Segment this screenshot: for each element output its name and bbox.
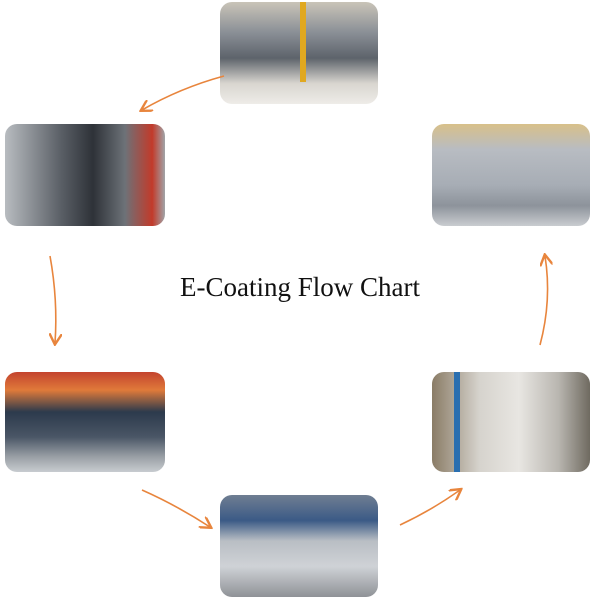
- arrow-4: [399, 490, 460, 526]
- step-photo-finished-frame: [432, 124, 590, 226]
- step-photo-pretreatment: [5, 124, 165, 226]
- step-photo-conveyor-frame: [5, 372, 165, 472]
- arrow-5: [540, 256, 548, 346]
- step-photo-coated-beam: [220, 495, 378, 597]
- arrow-2: [50, 255, 56, 343]
- arrow-3: [141, 489, 210, 527]
- step-photo-curing-oven: [432, 372, 590, 472]
- chart-title: E-Coating Flow Chart: [180, 272, 420, 302]
- step-photo-hanging-parts: [220, 2, 378, 104]
- arrow-1: [142, 75, 225, 110]
